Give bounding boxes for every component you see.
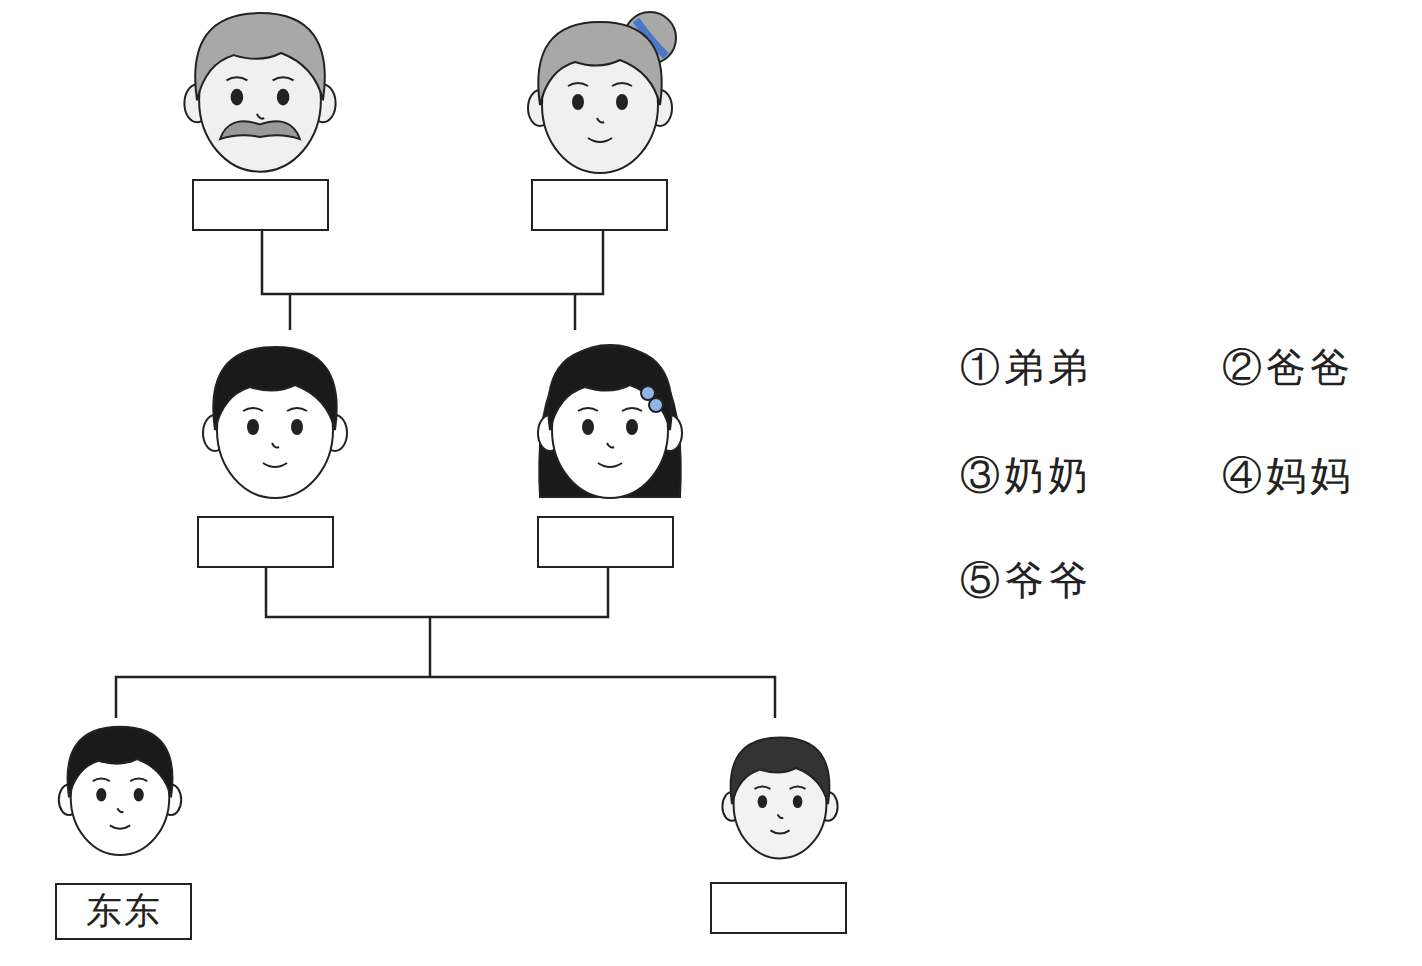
mouth [598,463,622,467]
hair [213,347,336,430]
nose [272,443,279,448]
eye [582,419,594,435]
tree-line [262,230,603,294]
eye [231,89,244,106]
mouth [263,463,287,467]
answer-box [711,883,846,933]
nose [607,443,614,448]
tree-line [429,617,432,677]
eyebrow [612,83,632,86]
hair [731,738,830,804]
answer-box [193,180,328,230]
eye [96,788,106,802]
eyebrow [754,786,770,788]
tree-line [266,567,608,617]
eyebrow [226,77,247,80]
answer-box [198,517,333,567]
option-label: ③奶奶 [960,448,1092,503]
name-text: 东东 [86,887,162,936]
tree-line [116,677,775,718]
eyebrow [790,786,806,788]
eye [793,795,803,808]
option-label: ②爸爸 [1222,340,1354,395]
option-label: ①弟弟 [960,340,1092,395]
hair [538,22,661,105]
answer-box [532,180,667,230]
answer-box [538,517,673,567]
eyebrow [287,408,307,411]
eye [626,419,638,435]
eye [134,788,144,802]
hair [195,13,325,100]
eyebrow [568,83,588,86]
eye [572,94,584,110]
long-hair [539,345,680,497]
eyebrow [273,77,294,80]
eye [277,89,290,106]
tree-line [574,294,577,330]
eye [616,94,628,110]
eyebrow [93,779,110,782]
hair-clip [649,398,663,412]
eye [291,419,303,435]
hair [68,727,173,798]
eye [758,795,768,808]
eye [247,419,259,435]
tree-line [289,294,292,330]
eyebrow [243,408,263,411]
mustache [220,121,300,139]
mouth [770,830,789,833]
hair [548,347,671,430]
option-label: ④妈妈 [1222,448,1354,503]
name-box: 东东 [55,883,192,940]
eyebrow [578,408,598,411]
mouth [588,138,612,142]
nose [778,814,784,818]
nose [117,808,123,812]
mouth [110,825,130,828]
nose [597,118,604,123]
eyebrow [130,779,147,782]
eyebrow [622,408,642,411]
nose [257,114,264,119]
option-label: ⑤爷爷 [960,553,1092,608]
